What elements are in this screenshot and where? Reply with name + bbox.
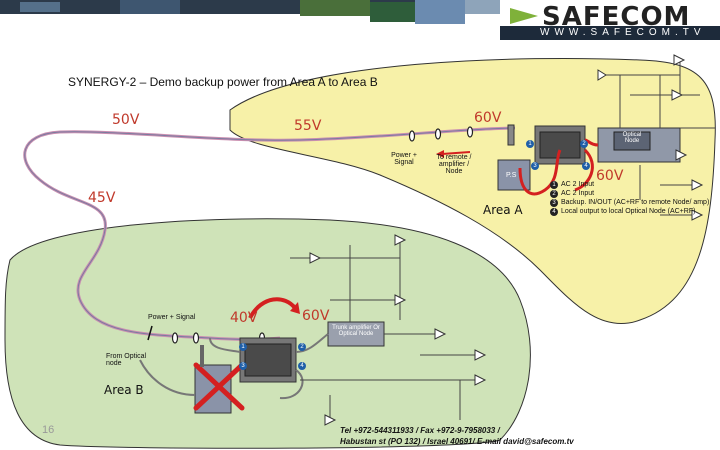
area-b-region bbox=[4, 218, 531, 449]
voltage-40v: 40V bbox=[230, 310, 258, 326]
signal-pointer-b bbox=[147, 325, 153, 341]
slide-title: SYNERGY-2 – Demo backup power from Area … bbox=[68, 75, 378, 89]
failure-x-mark bbox=[193, 362, 245, 411]
label-ps: P.S bbox=[506, 172, 517, 179]
brand-logo-icon bbox=[510, 8, 538, 24]
voltage-45v: 45V bbox=[88, 190, 116, 206]
voltage-60v-bottom: 60V bbox=[302, 308, 330, 324]
voltage-60v-top: 60V bbox=[474, 110, 502, 126]
header-photo-strip bbox=[0, 0, 500, 24]
port-a4: 4 bbox=[582, 162, 590, 170]
label-optical-node: Optical Node bbox=[622, 132, 642, 144]
area-a-taps bbox=[597, 54, 704, 221]
page-number: 16 bbox=[42, 424, 55, 436]
area-a-region bbox=[229, 57, 716, 325]
label-from-optical: From Optical node bbox=[106, 353, 147, 367]
port-a3: 3 bbox=[531, 162, 539, 170]
ps-box bbox=[497, 159, 531, 191]
port-b1: 1 bbox=[239, 343, 247, 351]
area-a-pole bbox=[507, 124, 515, 146]
legend-item: 1 AC 2 Input bbox=[550, 181, 718, 189]
label-area-a: Area A bbox=[483, 203, 523, 217]
red-cable-a2 bbox=[574, 148, 594, 192]
legend-text: AC 2 Input bbox=[561, 190, 595, 197]
port-b2: 2 bbox=[298, 343, 306, 351]
label-trunk-amp: Trunk amplifier Or Optical Node bbox=[332, 325, 380, 337]
legend-number: 4 bbox=[550, 208, 558, 216]
port-a1: 1 bbox=[526, 140, 534, 148]
area-a-feeders bbox=[605, 60, 715, 216]
legend-text: Local output to local Optical Node (AC+R… bbox=[561, 208, 696, 215]
voltage-60v-right: 60V bbox=[596, 168, 624, 184]
port-a2: 2 bbox=[580, 140, 588, 148]
pole-b bbox=[200, 345, 204, 367]
legend-item: 2 AC 2 Input bbox=[550, 190, 718, 198]
label-power-signal-a: Power + Signal bbox=[391, 152, 417, 166]
brand-website: WWW.SAFECOM.TV bbox=[540, 27, 706, 38]
area-b-taps bbox=[309, 234, 487, 426]
area-b-feeders bbox=[290, 240, 480, 420]
label-power-signal-b: Power + Signal bbox=[148, 314, 196, 321]
label-to-remote: To remote / amplifier / Node bbox=[436, 154, 472, 175]
cable-connectors-top bbox=[408, 126, 474, 142]
footer-line-1: Tel +972-544311933 / Fax +972-9-7958033 … bbox=[340, 426, 500, 435]
backup-arrow bbox=[248, 297, 300, 320]
legend-text: Backup. IN/OUT (AC+RF to remote Node/ am… bbox=[561, 199, 710, 206]
legend-item: 4 Local output to local Optical Node (AC… bbox=[550, 208, 718, 216]
brand-name: SAFECOM bbox=[542, 2, 691, 32]
port-b4: 4 bbox=[298, 362, 306, 370]
legend-number: 2 bbox=[550, 190, 558, 198]
footer-line-2: Habustan st (PO 132) / Israel 40691/ E-m… bbox=[340, 437, 574, 446]
voltage-50v: 50V bbox=[112, 112, 140, 128]
legend-number: 3 bbox=[550, 199, 558, 207]
legend-item: 3 Backup. IN/OUT (AC+RF to remote Node/ … bbox=[550, 199, 718, 207]
port-b3: 3 bbox=[239, 362, 247, 370]
label-area-b: Area B bbox=[104, 383, 144, 397]
header-bar bbox=[500, 26, 720, 40]
red-cable-a1 bbox=[518, 149, 562, 196]
legend-text: AC 2 Input bbox=[561, 181, 595, 188]
direction-arrow bbox=[436, 150, 471, 158]
voltage-55v: 55V bbox=[294, 118, 322, 134]
port-legend: 1 AC 2 Input 2 AC 2 Input 3 Backup. IN/O… bbox=[550, 181, 718, 216]
area-b-cables bbox=[139, 333, 329, 400]
legend-number: 1 bbox=[550, 181, 558, 189]
